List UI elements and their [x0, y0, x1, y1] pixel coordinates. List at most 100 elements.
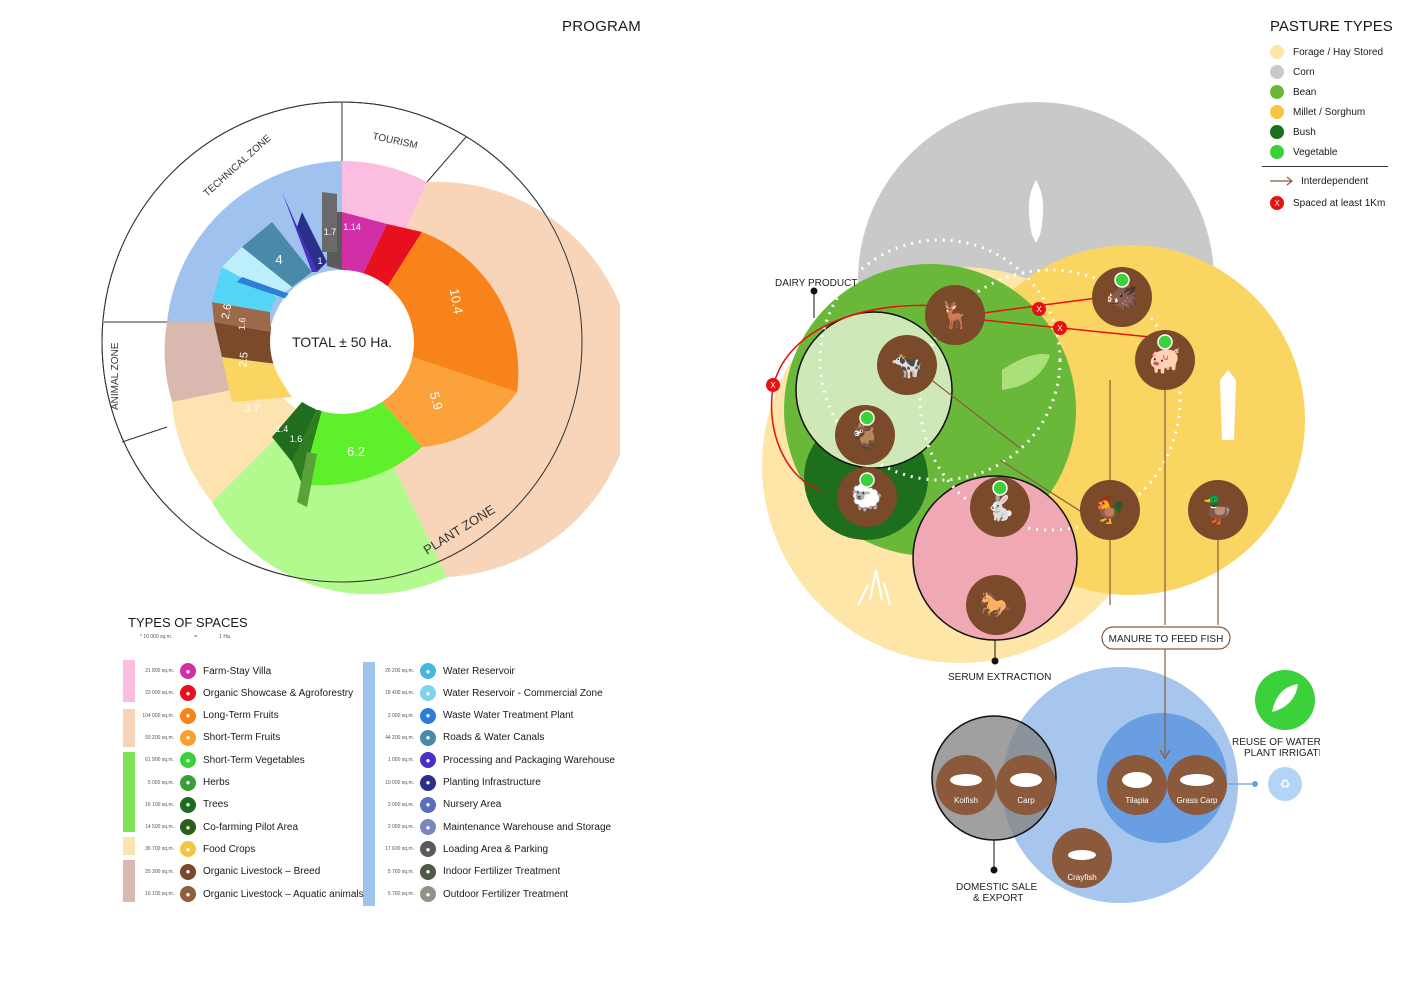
space-area: 5 700 sq.m.: [387, 868, 414, 875]
bar-technical: [363, 662, 375, 906]
program-radial-chart: 2.2 2.3 10.4 5.9 6.2 1.6 1.4 3.7 2.5 1.6…: [101, 101, 620, 595]
space-row: 17 600 sq.m.●Loading Area & Parking: [362, 840, 548, 858]
space-area: 26 200 sq.m.: [385, 668, 414, 674]
spacing-line-left: [770, 304, 984, 491]
pasture-swatch-icon: [1270, 85, 1284, 99]
pasture-label: Bean: [1293, 86, 1317, 98]
space-area: 25 300 sq.m.: [145, 868, 174, 875]
space-label: Waste Water Treatment Plant: [443, 710, 574, 722]
legend-divider: [1262, 166, 1388, 167]
wedge-aquatic: [212, 302, 272, 332]
space-row: 59 200 sq.m.●Short-Term Fruits: [122, 729, 280, 747]
reuse-label-2: PLANT IRRIGATION: [1244, 748, 1320, 759]
dairy-dot: [810, 287, 818, 295]
pasture-title: PASTURE TYPES: [1270, 18, 1393, 35]
veg-marker-rabbit: [992, 480, 1008, 496]
space-row: 104 000 sq.m.●Long-Term Fruits: [122, 707, 279, 725]
chart-center: [270, 270, 414, 414]
wedge-breed: [214, 322, 277, 364]
note-ha: 1 Ha.: [219, 634, 232, 640]
veg-marker-boar: [1114, 272, 1130, 288]
pasture-swatch-icon: [1270, 125, 1284, 139]
pasture-legend-item: Bean: [1270, 85, 1316, 99]
pig-icon: 🐖: [1149, 345, 1181, 375]
space-area: 61 900 sq.m.: [145, 757, 174, 764]
zone-tourism-label: TOURISM: [371, 131, 418, 151]
space-label: Roads & Water Canals: [443, 732, 545, 744]
dashed-pasture-2: [818, 238, 1062, 482]
reuse-label-1: REUSE OF WATER FOR: [1232, 737, 1320, 748]
space-icon: ●: [420, 819, 436, 836]
space-label: Maintenance Warehouse and Storage: [443, 821, 612, 833]
space-row: 2 000 sq.m.●Maintenance Warehouse and St…: [362, 818, 611, 836]
space-area: 17 600 sq.m.: [385, 846, 414, 853]
value-roads: 4: [275, 252, 282, 267]
value-long-term: 10.4: [447, 287, 466, 315]
wedge-indoor-fertilizer: [322, 192, 337, 252]
space-label: Organic Livestock – Aquatic animals: [203, 888, 364, 900]
space-label: Processing and Packaging Warehouse: [443, 754, 615, 766]
grass-carp-icon: [1180, 774, 1214, 786]
rabbit-badge: [970, 477, 1030, 537]
program-title: PROGRAM: [562, 18, 641, 35]
pasture-label: Corn: [1293, 66, 1315, 78]
carp-icon: [1010, 773, 1042, 787]
space-area: 10 000 sq.m.: [385, 779, 414, 786]
space-label: Water Reservoir: [443, 665, 515, 677]
wedge-pilot: [292, 410, 322, 484]
space-row: 61 900 sq.m.●Short-Term Vegetables: [122, 751, 305, 769]
space-label: Long-Term Fruits: [203, 710, 279, 722]
space-area: 23 000 sq.m.: [145, 690, 174, 697]
space-icon: ●: [180, 841, 196, 858]
bar-vegetables: [123, 752, 135, 832]
spacing-line-pig: [982, 319, 1161, 339]
deer-badge: [925, 285, 985, 345]
space-icon: ●: [180, 796, 196, 813]
wedge-short-term-fruits: [382, 357, 517, 447]
space-icon: ●: [420, 663, 436, 679]
value-aquatic: 1.6: [236, 317, 247, 330]
wedge-reservoir-commercial: [222, 247, 292, 297]
arrow-icon: [1270, 176, 1293, 186]
value-short-term-fruits: 5.9: [427, 390, 446, 411]
space-label: Planting Infrastructure: [443, 777, 541, 788]
space-area: 59 200 sq.m.: [145, 734, 174, 741]
space-icon: ●: [420, 729, 436, 746]
space-icon: ●: [180, 774, 196, 791]
pig-badge: [1135, 330, 1195, 390]
goat-badge: [835, 405, 895, 465]
space-icon: ●: [420, 886, 436, 902]
duck-badge: [1188, 480, 1248, 540]
grass-icon: [857, 569, 891, 606]
space-label: Indoor Fertilizer Treatment: [443, 866, 561, 878]
space-row: 2 000 sq.m.●Waste Water Treatment Plant: [362, 707, 573, 725]
space-area: 1 000 sq.m.: [387, 757, 414, 764]
value-showcase: 2.3: [382, 311, 397, 323]
space-icon: ●: [420, 863, 436, 880]
space-row: 5 700 sq.m. ● Indoor Fertilizer Treatment: [362, 863, 560, 881]
pasture-label: Forage / Hay Stored: [1293, 46, 1384, 58]
space-area: 2 000 sq.m.: [387, 801, 414, 808]
value-breed: 2.5: [237, 352, 250, 368]
pasture-swatch-icon: [1270, 45, 1284, 59]
space-row: 16 100 sq.m.●Trees: [122, 796, 228, 814]
space-icon: ●: [180, 685, 196, 702]
space-icon: ●: [180, 752, 196, 769]
divider-animal-bottom: [121, 426, 168, 443]
wedge-food-crops: [222, 357, 292, 402]
bar-fruits: [123, 709, 135, 747]
wedge-farm-stay: [342, 212, 387, 276]
space-label: Water Reservoir - Commercial Zone: [443, 687, 603, 699]
total-label: TOTAL ± 50 Ha.: [292, 334, 392, 350]
value-reservoir: 2.6: [220, 303, 234, 320]
pasture-swatch-icon: [1270, 105, 1284, 119]
pasture-swatch-icon: [1270, 145, 1284, 159]
manure-box: [1101, 626, 1231, 650]
space-label: Organic Showcase & Agroforestry: [203, 687, 354, 699]
value-trees: 1.6: [290, 434, 303, 444]
export-dot: [990, 866, 998, 874]
chicken-icon: 🐓: [1094, 495, 1126, 525]
foodcrops-zone-bg: [172, 382, 302, 502]
space-icon: ●: [180, 886, 196, 902]
svg-text:X: X: [1036, 305, 1042, 314]
